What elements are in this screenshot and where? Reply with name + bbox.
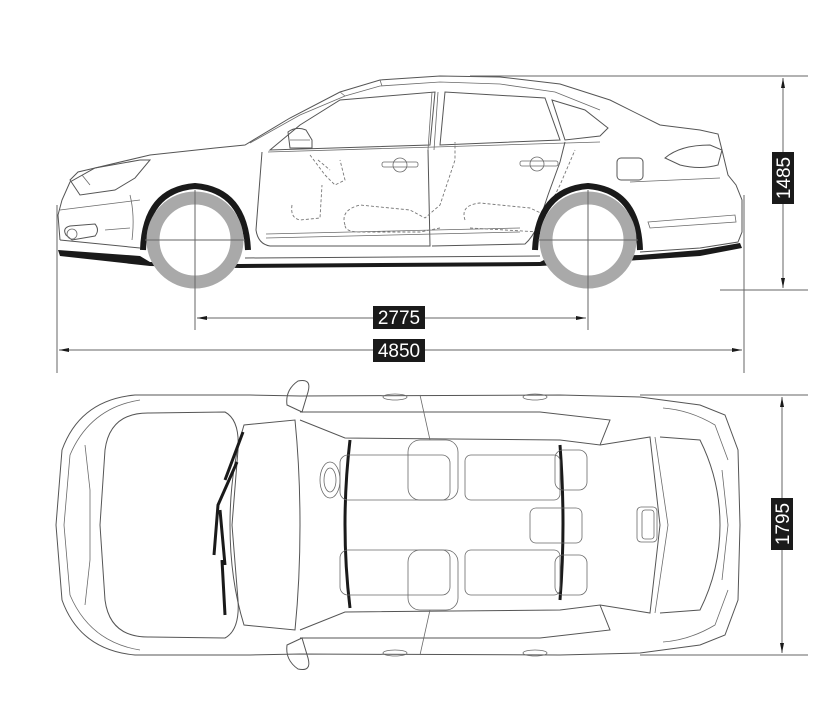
width-label: 1795	[773, 503, 794, 545]
steering-wheel-top	[319, 461, 341, 499]
top-dimensions: 1795	[640, 394, 808, 656]
front-door-handle	[381, 157, 419, 173]
tail-light	[664, 144, 723, 168]
front-wheel-arch	[140, 182, 251, 251]
rear-window-top	[599, 436, 661, 614]
left-rear-handle-top	[522, 393, 548, 401]
car-body-outline	[57, 75, 743, 253]
height-dimension: 1485	[772, 78, 795, 288]
rear-wheel-arch	[532, 182, 643, 251]
right-mirror-top	[286, 637, 310, 670]
height-label: 1485	[774, 157, 795, 199]
front-wheel	[145, 190, 245, 330]
side-molding	[265, 231, 521, 239]
front-window	[268, 91, 436, 151]
right-rear-handle-top	[522, 649, 548, 657]
rear-reflector	[647, 214, 737, 229]
b-pillar	[427, 91, 439, 151]
quarter-window	[551, 99, 609, 141]
rear-seats-top	[464, 449, 588, 596]
side-dimensions: 2775 4850 1485	[56, 75, 808, 373]
rear-window	[439, 91, 561, 146]
top-body-outline	[55, 394, 741, 656]
front-seat-hidden	[343, 142, 456, 233]
front-door	[255, 149, 431, 247]
rear-door-handle	[519, 156, 559, 172]
rear-bumper-edge	[721, 469, 729, 581]
trunk-emblem	[636, 506, 658, 543]
headlight	[69, 159, 152, 196]
trunk-lid	[659, 436, 721, 614]
front-seats-top	[339, 439, 459, 611]
side-view	[57, 75, 743, 330]
length-label: 4850	[378, 341, 420, 362]
width-dimension: 1795	[771, 397, 794, 653]
rear-door	[431, 141, 566, 247]
right-front-handle-top	[382, 649, 408, 657]
left-front-handle-top	[382, 393, 408, 401]
windshield	[229, 419, 301, 631]
front-roof-edge	[343, 439, 352, 609]
steering-wheel-hidden	[309, 154, 346, 186]
rear-seat-hidden	[463, 149, 576, 233]
hood	[99, 411, 239, 639]
top-view	[55, 380, 741, 670]
side-mirror	[287, 127, 313, 149]
fog-lamp	[64, 223, 98, 241]
wheelbase-dimension: 2775	[197, 306, 586, 329]
wiper-blades	[212, 431, 245, 616]
rear-wheel	[538, 190, 638, 330]
wheelbase-label: 2775	[378, 308, 420, 329]
rear-roof-edge	[558, 444, 565, 601]
fuel-door	[616, 157, 644, 181]
left-mirror-top	[286, 380, 310, 413]
length-dimension: 4850	[59, 339, 742, 362]
